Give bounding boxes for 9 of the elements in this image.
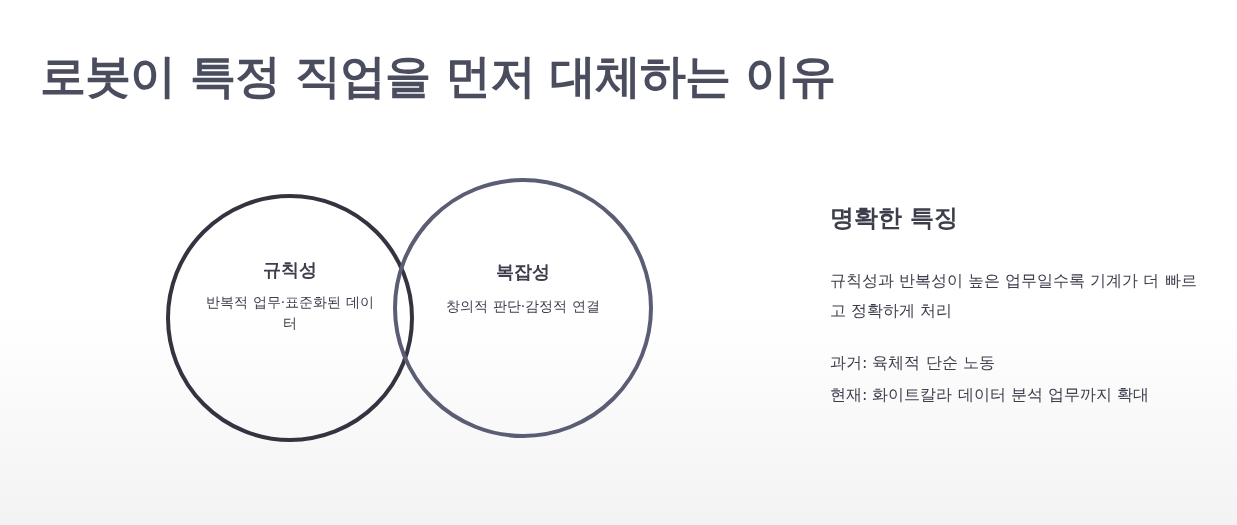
panel-text: 현재: 화이트칼라 데이터 분석 업무까지 확대 xyxy=(830,384,1150,406)
panel-text: 규칙성과 반복성이 높은 업무일수록 기계가 더 빠르고 정확하게 처리 xyxy=(830,270,1198,322)
circle-heading: 복잡성 xyxy=(495,260,551,284)
title: 로봇이 특정 직업을 먼저 대체하는 이유 xyxy=(40,48,836,105)
panel-heading: 명확한 특징 xyxy=(830,203,960,233)
panel-text: 과거: 육체적 단순 노동 xyxy=(830,352,996,374)
circle-description: 반복적 업무·표준화된 데이터 xyxy=(205,293,375,333)
circle-description: 창의적 판단·감정적 연결 xyxy=(445,297,601,316)
circle-heading: 규칙성 xyxy=(262,258,318,282)
